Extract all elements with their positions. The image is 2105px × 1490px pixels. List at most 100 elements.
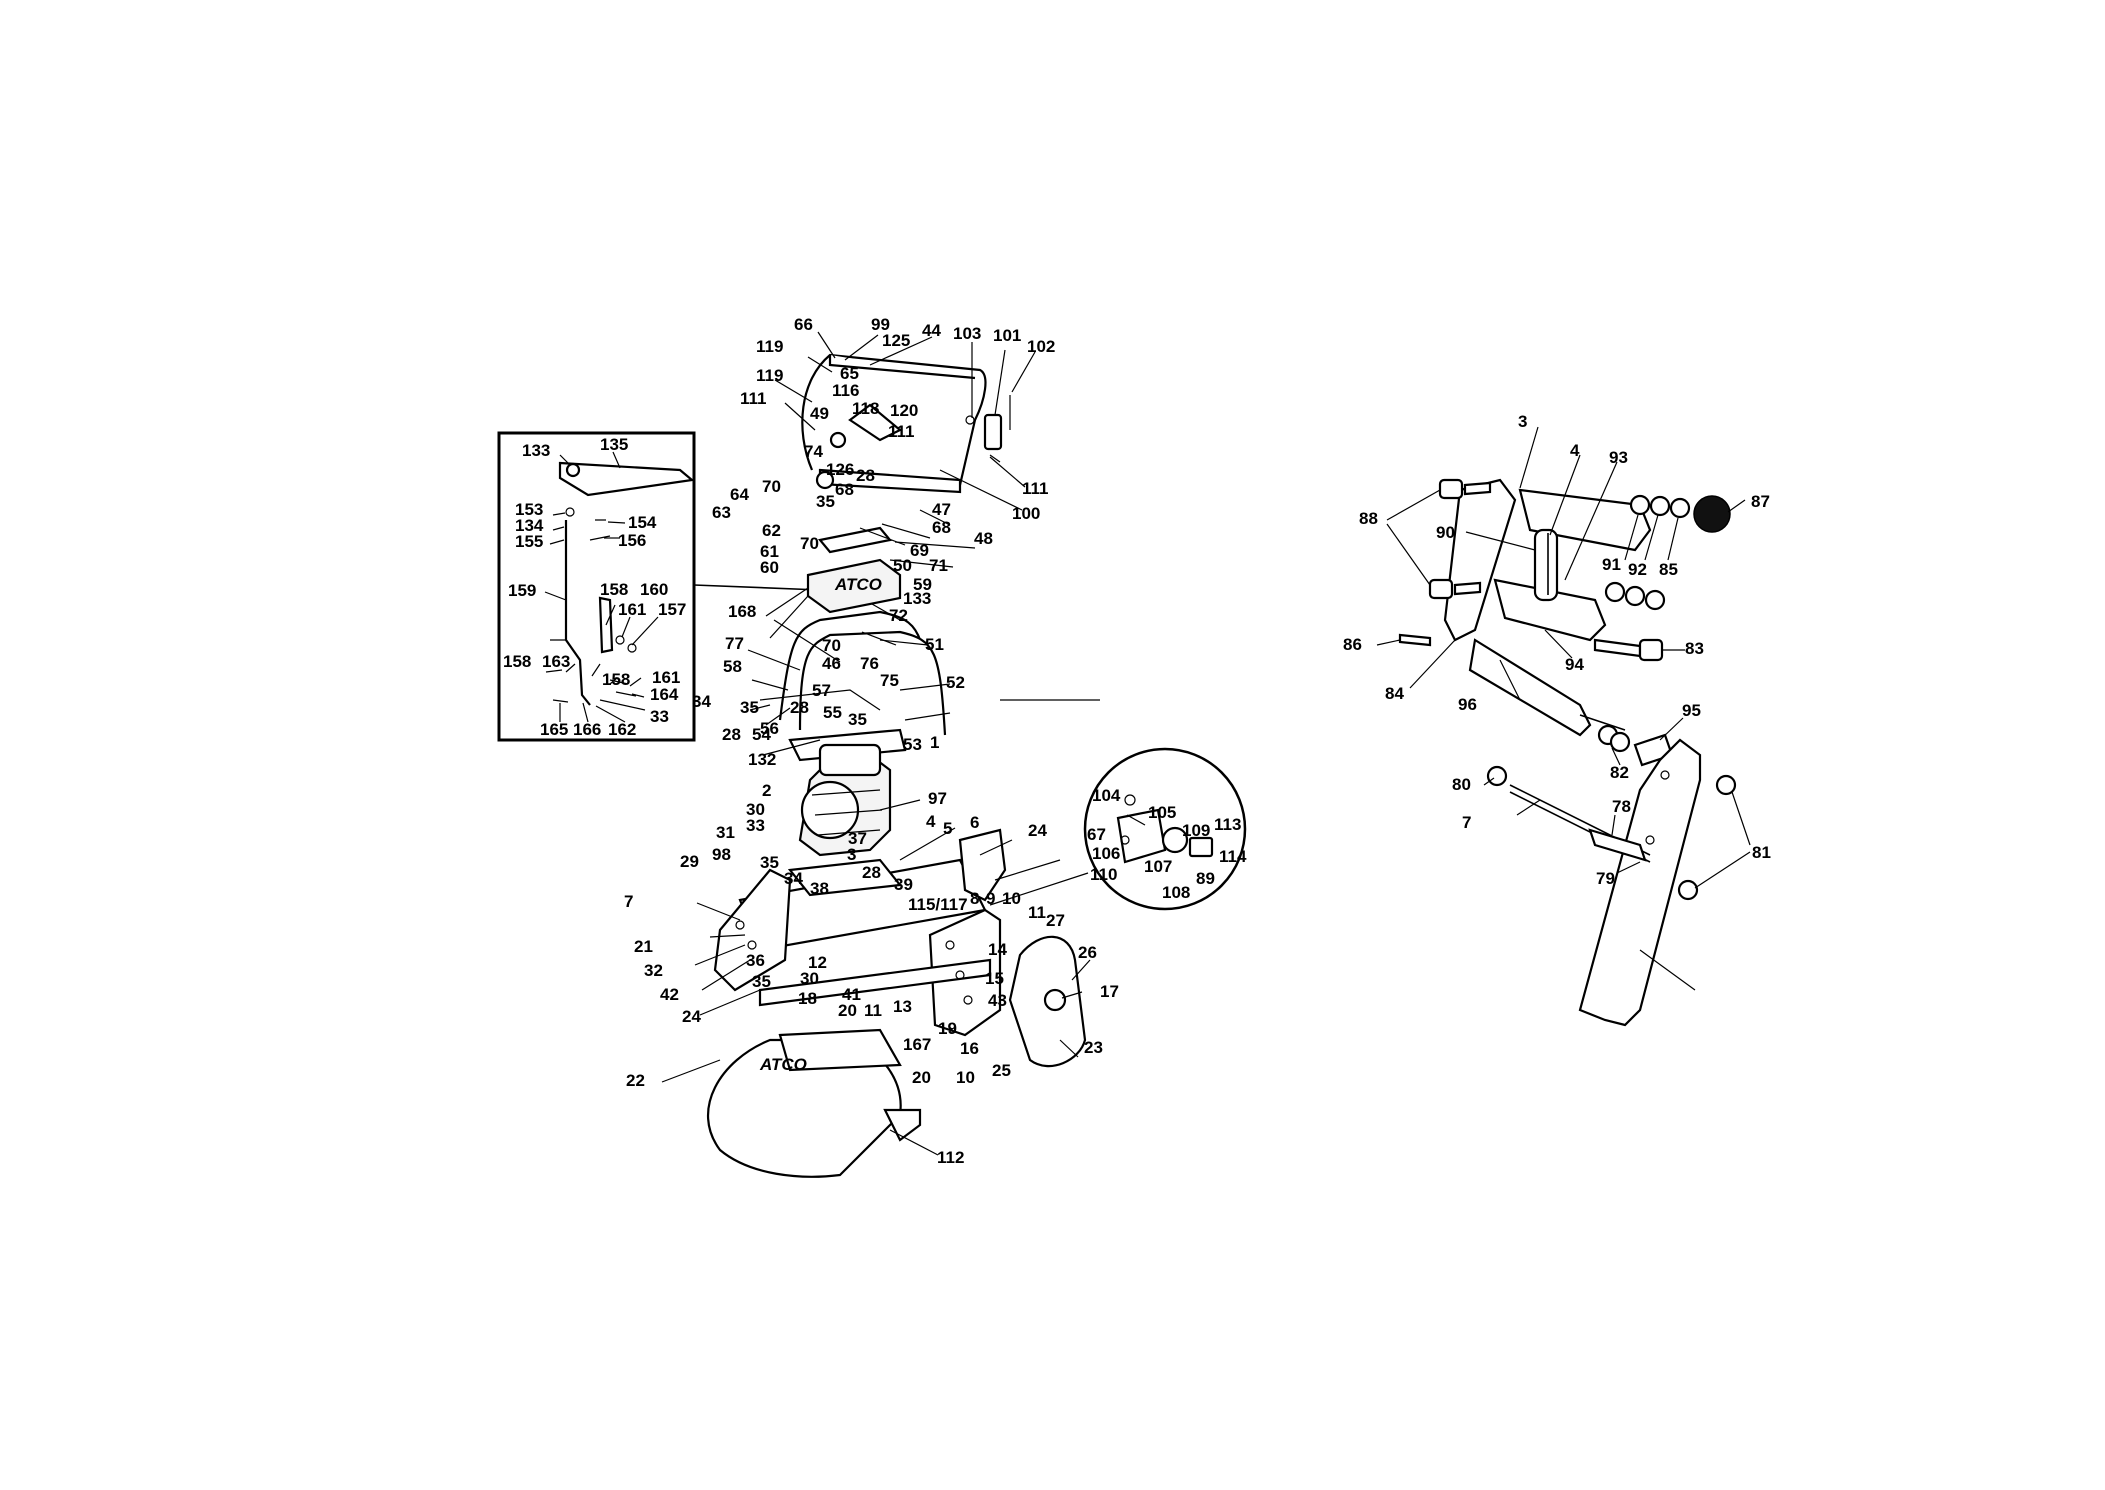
part-label: 113	[1214, 815, 1241, 834]
part-label: 20	[912, 1068, 931, 1087]
part-label: 167	[903, 1035, 931, 1054]
part-label: 50	[893, 556, 912, 575]
part-label: 4	[1570, 441, 1580, 460]
part-label: 69	[910, 541, 929, 560]
part-label: 114	[1219, 847, 1247, 866]
part-label: 74	[804, 442, 823, 461]
part-label: 24	[682, 1007, 701, 1026]
part-label: 76	[860, 654, 879, 673]
part-label: 135	[600, 435, 628, 454]
part-label: 111	[740, 389, 767, 408]
part-label: 78	[1612, 797, 1631, 816]
part-label: 72	[889, 606, 908, 625]
part-label: 10	[1002, 889, 1021, 908]
part-label: 11	[864, 1001, 882, 1020]
handle-assembly: ATCO	[759, 353, 1011, 762]
part-label: 108	[1162, 883, 1190, 902]
leader-lines	[661, 331, 1100, 1156]
part-label: 13	[893, 997, 912, 1016]
part-label: 119	[756, 337, 783, 356]
part-label: 155	[515, 532, 543, 551]
part-label: 80	[1452, 775, 1471, 794]
part-label: 49	[810, 404, 829, 423]
part-label: 81	[1752, 843, 1771, 862]
part-label: 96	[1458, 695, 1477, 714]
part-label: 34	[692, 692, 711, 711]
part-label: 161	[652, 668, 680, 687]
part-label: 29	[680, 852, 699, 871]
chassis: ATCO	[707, 828, 1087, 1178]
part-label: 97	[928, 789, 947, 808]
part-label: 3	[847, 845, 856, 864]
part-label: 32	[644, 961, 663, 980]
part-label: 105	[1148, 803, 1176, 822]
part-label: 35	[752, 972, 771, 991]
part-label: 158	[503, 652, 531, 671]
part-label: 125	[882, 331, 910, 350]
right-assembly	[1398, 478, 1737, 1027]
part-label: 60	[760, 558, 779, 577]
part-label: 62	[762, 521, 781, 540]
part-label: 57	[812, 681, 831, 700]
part-label: 168	[728, 602, 756, 621]
svg-text:ATCO: ATCO	[834, 575, 882, 594]
part-label: 93	[1609, 448, 1628, 467]
part-label: 107	[1144, 857, 1172, 876]
part-label: 59	[913, 575, 932, 594]
part-label: 66	[794, 315, 813, 334]
part-label: 1	[930, 733, 939, 752]
part-label: 35	[816, 492, 835, 511]
part-label: 35	[760, 853, 779, 872]
part-label: 162	[608, 720, 636, 739]
part-label: 153	[515, 500, 543, 519]
part-label: 4	[926, 812, 936, 831]
part-label: 54	[752, 725, 771, 744]
part-label: 9	[986, 889, 995, 908]
part-label: 75	[880, 671, 899, 690]
part-label: 111	[1022, 479, 1049, 498]
part-label: 94	[1565, 655, 1584, 674]
part-label: 110	[1090, 865, 1117, 884]
part-label: 165	[540, 720, 568, 739]
part-label: 87	[1751, 492, 1770, 511]
part-label: 161	[618, 600, 646, 619]
part-label: 91	[1602, 555, 1621, 574]
part-label: 35	[740, 698, 759, 717]
part-label: 35	[848, 710, 867, 729]
part-label: 86	[1343, 635, 1362, 654]
part-label: 119	[756, 366, 783, 385]
part-label: 28	[722, 725, 741, 744]
part-label: 27	[1046, 911, 1065, 930]
part-label: 17	[1100, 982, 1119, 1001]
part-label: 112	[937, 1148, 964, 1167]
part-label: 158	[602, 670, 630, 689]
part-label: 43	[988, 991, 1007, 1010]
part-label: 118	[852, 399, 879, 418]
part-label: 30	[800, 969, 819, 988]
part-label: 95	[1682, 701, 1701, 720]
part-label: 89	[1196, 869, 1215, 888]
part-label: 26	[1078, 943, 1097, 962]
part-label: 61	[760, 542, 779, 561]
part-label: 7	[1462, 813, 1471, 832]
part-label: 103	[953, 324, 981, 343]
part-label: 70	[762, 477, 781, 496]
part-label: 156	[618, 531, 646, 550]
part-label: 163	[542, 652, 570, 671]
part-label: 115/117	[908, 895, 968, 914]
part-label: 92	[1628, 560, 1647, 579]
part-label: 83	[1685, 639, 1704, 658]
part-label: 2	[762, 781, 771, 800]
part-label: 15	[985, 969, 1004, 988]
part-label: 160	[640, 580, 668, 599]
part-label: 64	[730, 485, 749, 504]
part-label: 52	[946, 673, 965, 692]
part-label: 67	[1087, 825, 1106, 844]
part-label: 79	[1596, 869, 1615, 888]
part-label: 109	[1182, 821, 1210, 840]
part-label: 55	[823, 703, 842, 722]
part-label: 37	[848, 829, 867, 848]
part-label: 85	[1659, 560, 1678, 579]
part-label: 65	[840, 364, 859, 383]
